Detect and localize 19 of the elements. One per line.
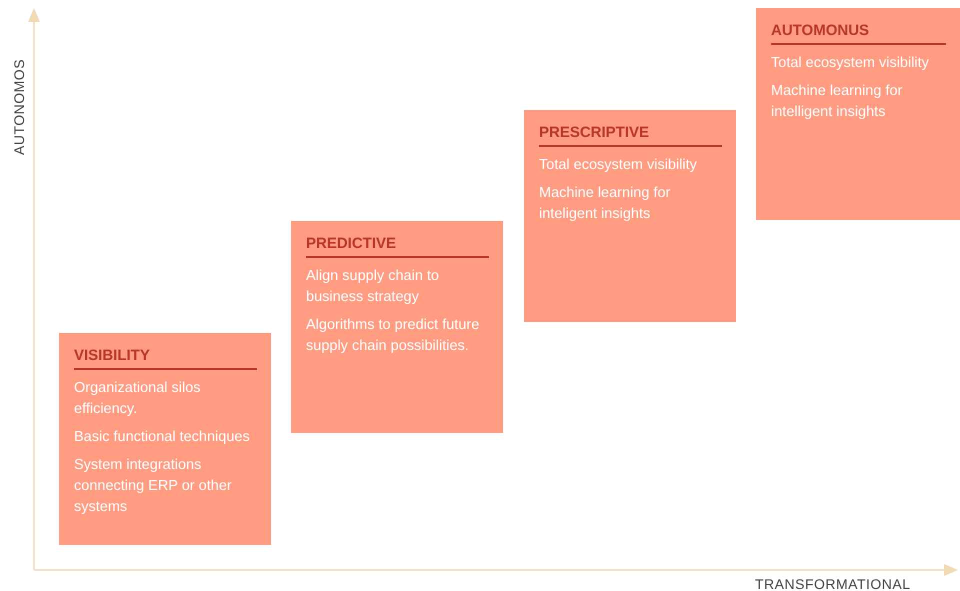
- stage-card: [756, 8, 960, 220]
- stage-heading: PRESCRIPTIVE: [539, 124, 722, 147]
- stage-point: Align supply chain to business strategy: [306, 267, 440, 307]
- stage-card: [291, 221, 503, 433]
- stage-point: Basic functional techniques: [74, 428, 251, 447]
- axis-label: TRANSFORMATIONAL: [755, 576, 911, 591]
- stage-point: Total ecosystem visibility: [771, 54, 930, 73]
- stage-point: Machine learning for inteligent insights: [539, 184, 672, 224]
- stage-point: System integrations connecting ERP or other systems: [74, 456, 233, 517]
- stage-card: [59, 333, 271, 545]
- stage-card: [524, 110, 736, 322]
- stage-point: Machine learning for intelligent insights: [771, 82, 904, 122]
- stage-heading: VISIBILITY: [74, 347, 257, 370]
- stage-point: Total ecosystem visibility: [539, 156, 698, 175]
- stage-heading: AUTOMONUS: [771, 22, 946, 45]
- stage-point: Algorithms to predict future supply chain possibilities.: [306, 316, 480, 356]
- stage-heading: PREDICTIVE: [306, 235, 489, 258]
- stage-point: Organizational silos efficiency.: [74, 379, 202, 419]
- axis-label: AUTONOMOS: [11, 58, 27, 155]
